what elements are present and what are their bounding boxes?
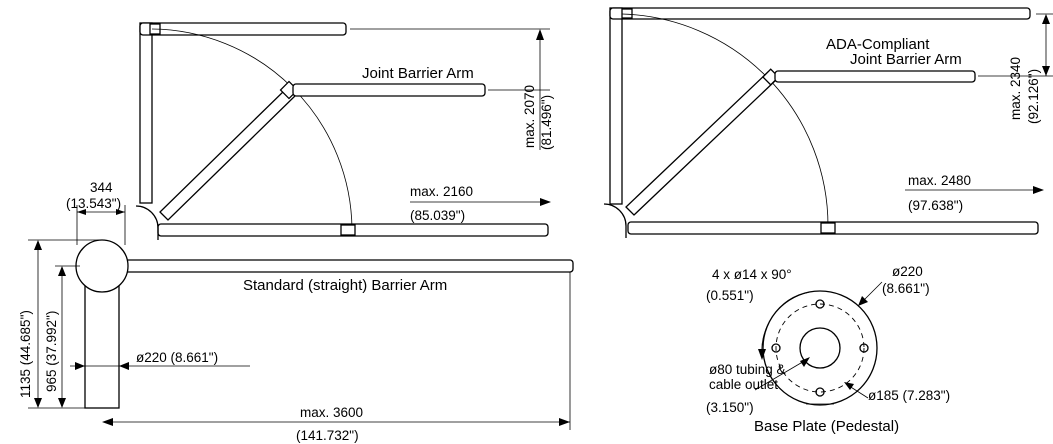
holes-dimension: 4 x ø14 x 90° (0.551") bbox=[706, 267, 811, 360]
tubing-outlet bbox=[799, 327, 841, 369]
ada-pivot-hub bbox=[603, 203, 627, 238]
ada-reach-dimension: max. 2480 (97.638") bbox=[905, 173, 1044, 213]
lowered-arm-joint bbox=[340, 224, 356, 236]
joint-reach-mm: max. 2160 bbox=[410, 184, 473, 199]
ada-reach-in: (97.638") bbox=[908, 198, 963, 213]
joint-reach-dimension: max. 2160 (85.039") bbox=[410, 184, 551, 223]
standard-arm-label: Standard (straight) Barrier Arm bbox=[243, 277, 447, 294]
base-plate-outer bbox=[762, 290, 878, 406]
diagonal-arm-outer bbox=[292, 83, 486, 97]
mounting-hole-left bbox=[771, 343, 781, 353]
pedestal-post bbox=[84, 267, 120, 409]
ada-raised-arm-upright bbox=[609, 7, 623, 205]
pedestal-head bbox=[75, 239, 129, 293]
post-diameter-dimension: ø220 (8.661") bbox=[70, 350, 250, 370]
pivot-hub bbox=[135, 205, 159, 240]
post-diameter: ø220 (8.661") bbox=[136, 350, 218, 365]
ada-height-mm: max. 2340 bbox=[1008, 57, 1023, 120]
joint-barrier-arm-view bbox=[135, 22, 549, 240]
offset-dimension: 344 (13.543") bbox=[66, 180, 126, 245]
joint-height-in: (81.496") bbox=[539, 95, 554, 150]
ada-label-line1: ADA-Compliant bbox=[826, 36, 930, 53]
raised-arm-top bbox=[139, 22, 347, 36]
joint-height-mm: max. 2070 bbox=[522, 85, 537, 148]
ada-reach-mm: max. 2480 bbox=[908, 173, 971, 188]
straight-reach-dimension: max. 3600 (141.732") bbox=[102, 272, 571, 443]
ada-lowered-arm-joint bbox=[820, 222, 836, 234]
plate-outer-mm: ø220 bbox=[892, 264, 923, 279]
offset-mm: 344 bbox=[90, 180, 113, 195]
post-arm-height: 965 (37.992") bbox=[44, 311, 59, 392]
bolt-circle bbox=[775, 303, 865, 393]
base-plate-view bbox=[762, 290, 878, 406]
ada-label-line2: Joint Barrier Arm bbox=[850, 51, 962, 68]
ada-joint-barrier-arm-view bbox=[603, 7, 1039, 238]
joint-height-dimension: max. 2070 (81.496") bbox=[350, 28, 554, 150]
raised-arm-upright bbox=[139, 22, 153, 204]
post-arm-height-dimension: 965 (37.992") bbox=[44, 265, 80, 408]
ada-raised-arm-hinge bbox=[621, 8, 633, 19]
straight-reach-in: (141.732") bbox=[296, 428, 359, 443]
offset-in: (13.543") bbox=[66, 196, 121, 211]
ada-height-dimension: max. 2340 (92.126") bbox=[978, 13, 1053, 124]
tubing-dimension: ø80 tubing & cable outlet (3.150") bbox=[706, 357, 810, 415]
bolt-circle-dimension: ø185 (7.283") bbox=[844, 382, 950, 403]
holes-in: (0.551") bbox=[706, 288, 754, 303]
tubing-line2: cable outlet bbox=[709, 377, 778, 392]
mounting-hole-bottom bbox=[815, 387, 825, 397]
ada-diagonal-arm bbox=[625, 71, 777, 216]
mounting-hole-top bbox=[815, 299, 825, 309]
plate-outer-in: (8.661") bbox=[882, 281, 930, 296]
tubing-line1: ø80 tubing & bbox=[709, 362, 786, 377]
post-total-height-dimension: 1135 (44.685") bbox=[18, 239, 100, 409]
diagonal-arm-position bbox=[159, 86, 297, 221]
plate-outer-dimension: ø220 (8.661") bbox=[858, 264, 930, 306]
straight-reach-mm: max. 3600 bbox=[300, 405, 363, 420]
post-total-height: 1135 (44.685") bbox=[18, 310, 33, 398]
ada-diagonal-arm-outer bbox=[774, 70, 976, 83]
straight-barrier-arm bbox=[114, 259, 574, 273]
joint-reach-in: (85.039") bbox=[410, 208, 465, 223]
mounting-hole-right bbox=[859, 343, 869, 353]
ada-height-in: (92.126") bbox=[1026, 69, 1041, 124]
holes-spec: 4 x ø14 x 90° bbox=[712, 267, 792, 282]
tubing-in: (3.150") bbox=[706, 400, 754, 415]
base-plate-label: Base Plate (Pedestal) bbox=[754, 418, 899, 435]
joint-barrier-arm-label: Joint Barrier Arm bbox=[362, 65, 474, 82]
standard-barrier-arm-view bbox=[75, 239, 574, 409]
bolt-circle-label: ø185 (7.283") bbox=[868, 388, 950, 403]
ada-raised-arm-top bbox=[609, 7, 1031, 20]
